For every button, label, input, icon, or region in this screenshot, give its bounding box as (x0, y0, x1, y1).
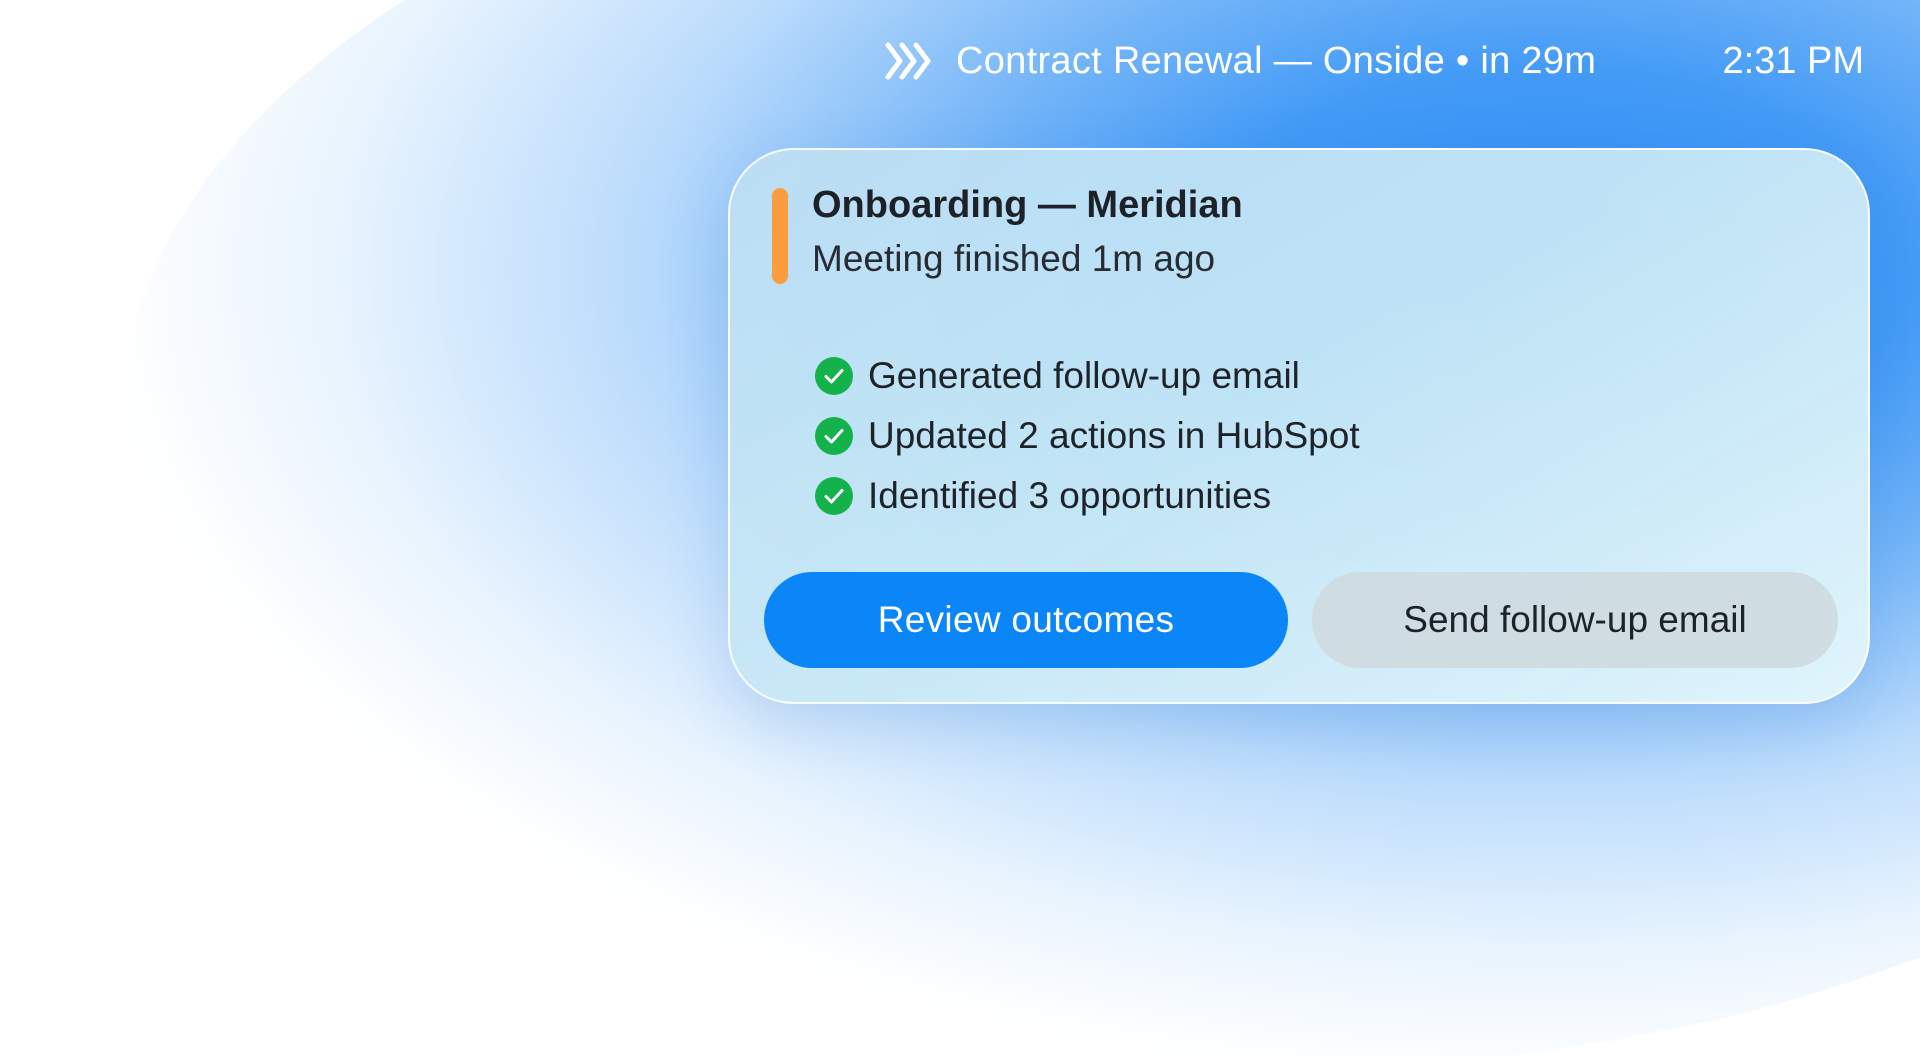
menu-bar-clock[interactable]: 2:31 PM (1722, 39, 1864, 82)
send-follow-up-email-button[interactable]: Send follow-up email (1312, 572, 1838, 668)
list-item: Generated follow-up email (814, 346, 1360, 406)
outcome-label: Updated 2 actions in HubSpot (868, 415, 1360, 456)
check-circle-icon (815, 417, 853, 455)
check-circle-icon (815, 477, 853, 515)
upcoming-meeting-label[interactable]: Contract Renewal — Onside • in 29m (956, 39, 1597, 82)
chevron-triple-right-icon[interactable] (884, 39, 936, 83)
review-outcomes-button[interactable]: Review outcomes (764, 572, 1288, 668)
notification-title: Onboarding — Meridian (812, 184, 1243, 226)
list-item: Updated 2 actions in HubSpot (814, 406, 1360, 466)
accent-bar (772, 188, 788, 284)
menu-bar: Contract Renewal — Onside • in 29m 2:31 … (884, 30, 1864, 92)
list-item: Identified 3 opportunities (814, 466, 1360, 526)
outcomes-list: Generated follow-up email Updated 2 acti… (814, 346, 1360, 526)
outcome-label: Generated follow-up email (868, 355, 1300, 396)
outcome-label: Identified 3 opportunities (868, 475, 1272, 516)
notification-subtitle: Meeting finished 1m ago (812, 238, 1216, 279)
check-circle-icon (815, 357, 853, 395)
meeting-notification-card: Onboarding — Meridian Meeting finished 1… (728, 148, 1870, 704)
